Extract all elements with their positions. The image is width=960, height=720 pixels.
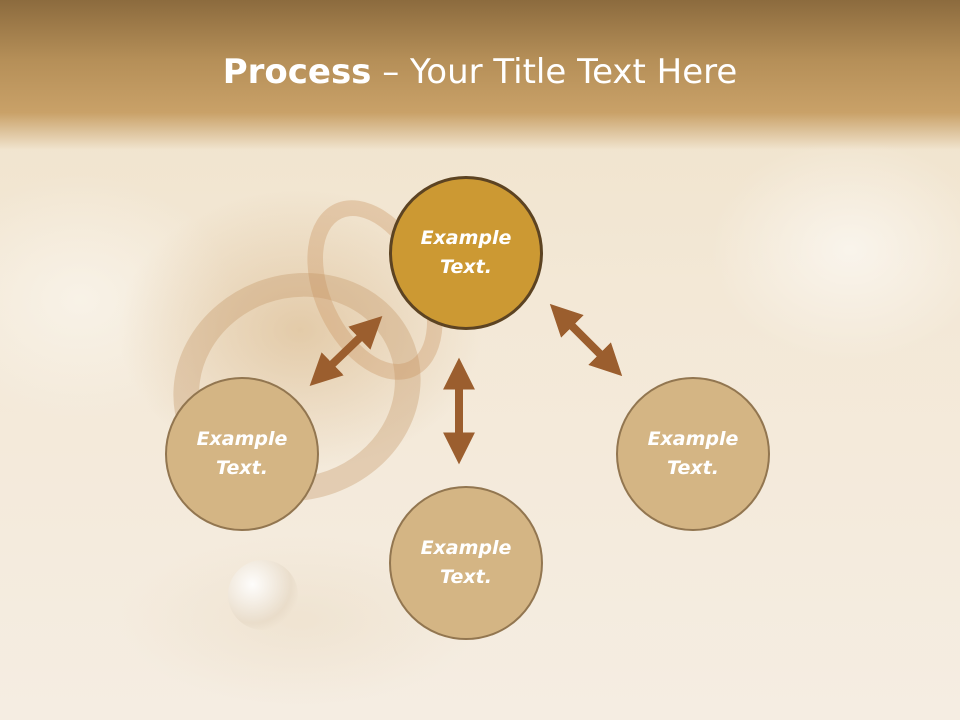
left-node-label: Example Text. — [196, 428, 288, 479]
center-node[interactable]: Example Text. — [389, 176, 543, 330]
center-node-label: Example Text. — [420, 227, 512, 278]
right-node[interactable]: Example Text. — [616, 377, 770, 531]
pearl-image — [228, 560, 298, 630]
left-node[interactable]: Example Text. — [165, 377, 319, 531]
title-bold-part: Process — [222, 52, 372, 92]
bottom-node[interactable]: Example Text. — [389, 486, 543, 640]
arrow-center-left[interactable] — [309, 316, 383, 386]
right-node-label: Example Text. — [647, 428, 739, 479]
bottom-node-label: Example Text. — [420, 537, 512, 588]
slide-title[interactable]: Process – Your Title Text Here — [0, 52, 960, 92]
arrow-center-right[interactable] — [549, 303, 623, 377]
title-rest-part: – Your Title Text Here — [371, 52, 738, 92]
title-bar — [0, 0, 960, 150]
